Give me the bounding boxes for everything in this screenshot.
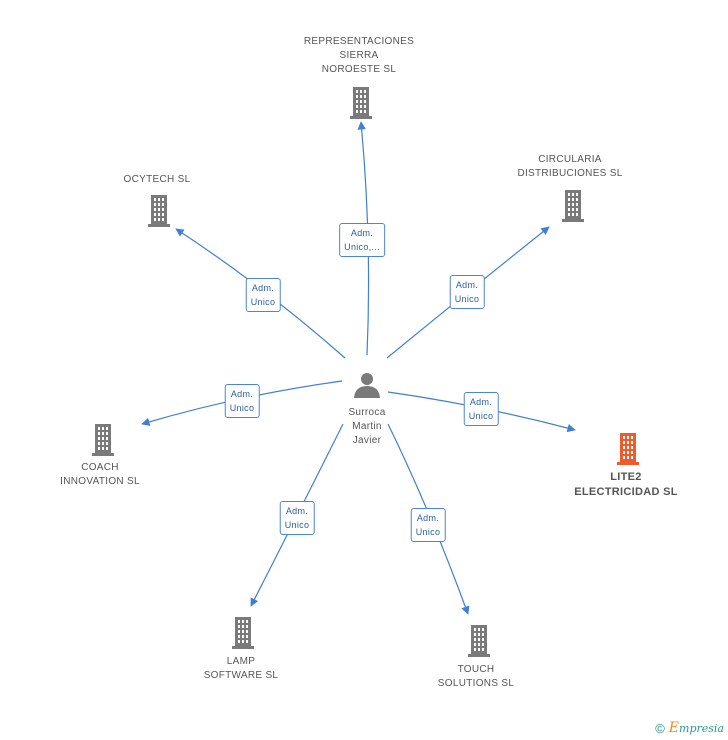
role-badge-coach[interactable]: Adm. Unico: [224, 384, 260, 418]
company-label-lamp-line: LAMP: [226, 656, 256, 667]
role-badge-representaciones[interactable]: Adm. Unico,...: [339, 223, 385, 257]
company-label-ocytech: OCYTECH SL: [124, 173, 191, 187]
footer-brand[interactable]: © Empresia: [655, 720, 724, 736]
company-label-representaciones-line: NOROESTE SL: [321, 64, 397, 75]
role-badge-ocytech[interactable]: Adm. Unico: [245, 278, 281, 312]
role-badge-lamp-line: Unico: [284, 520, 310, 530]
building-icon-ocytech: [148, 195, 170, 227]
role-badge-lite2-line: Unico: [468, 411, 494, 421]
role-badge-lamp-line: Adm.: [285, 506, 309, 516]
brand-logo: Empresia: [668, 720, 724, 736]
company-label-coach: COACH INNOVATION SL: [60, 461, 140, 489]
company-label-touch: TOUCH SOLUTIONS SL: [438, 663, 514, 691]
company-label-lite2-line: LITE2: [610, 471, 642, 483]
building-icon-lamp: [232, 617, 254, 649]
role-badge-circularia-line: Unico: [454, 294, 480, 304]
company-label-touch-line: SOLUTIONS SL: [437, 678, 515, 689]
person-name-line: Javier: [352, 435, 382, 446]
company-label-circularia: CIRCULARIA DISTRIBUCIONES SL: [517, 153, 622, 181]
company-label-representaciones: REPRESENTACIONES SIERRA NOROESTE SL: [304, 35, 414, 77]
role-badge-coach-line: Adm.: [230, 389, 254, 399]
edges-layer: [141, 121, 576, 615]
company-label-lite2-line: ELECTRICIDAD SL: [574, 486, 678, 498]
person-icon: [354, 373, 380, 398]
role-badge-ocytech-line: Unico: [250, 297, 276, 307]
role-badge-representaciones-line: Adm.: [350, 228, 374, 238]
company-label-coach-line: COACH: [81, 462, 119, 473]
building-icon-touch: [468, 625, 490, 657]
role-badge-lamp[interactable]: Adm. Unico: [279, 501, 315, 535]
company-label-ocytech-line: OCYTECH SL: [123, 174, 191, 185]
icons-layer: [92, 87, 639, 657]
role-badge-lite2[interactable]: Adm. Unico: [463, 392, 499, 426]
building-icon-coach: [92, 424, 114, 456]
person-name-line: Surroca: [348, 407, 386, 418]
company-label-lamp: LAMP SOFTWARE SL: [204, 655, 279, 683]
copyright-icon: ©: [655, 720, 665, 736]
role-badge-circularia[interactable]: Adm. Unico: [449, 275, 485, 309]
company-label-circularia-line: CIRCULARIA: [538, 154, 602, 165]
company-label-representaciones-line: REPRESENTACIONES: [303, 36, 415, 47]
role-badge-touch[interactable]: Adm. Unico: [410, 508, 446, 542]
role-badge-coach-line: Unico: [229, 403, 255, 413]
role-badge-lite2-line: Adm.: [469, 397, 493, 407]
company-label-representaciones-line: SIERRA: [339, 50, 379, 61]
building-icon-lite2: [617, 433, 639, 465]
role-badge-touch-line: Adm.: [416, 513, 440, 523]
building-icon-circularia: [562, 190, 584, 222]
company-label-circularia-line: DISTRIBUCIONES SL: [517, 168, 623, 179]
role-badge-circularia-line: Adm.: [455, 280, 479, 290]
person-name-line: Martin: [352, 421, 382, 432]
building-icon-representaciones: [350, 87, 372, 119]
company-label-lamp-line: SOFTWARE SL: [203, 670, 279, 681]
role-badge-ocytech-line: Adm.: [251, 283, 275, 293]
role-badge-touch-line: Unico: [415, 527, 441, 537]
role-badge-representaciones-line: Unico,...: [344, 242, 380, 252]
company-label-coach-line: INNOVATION SL: [60, 476, 140, 487]
company-label-touch-line: TOUCH: [457, 664, 495, 675]
